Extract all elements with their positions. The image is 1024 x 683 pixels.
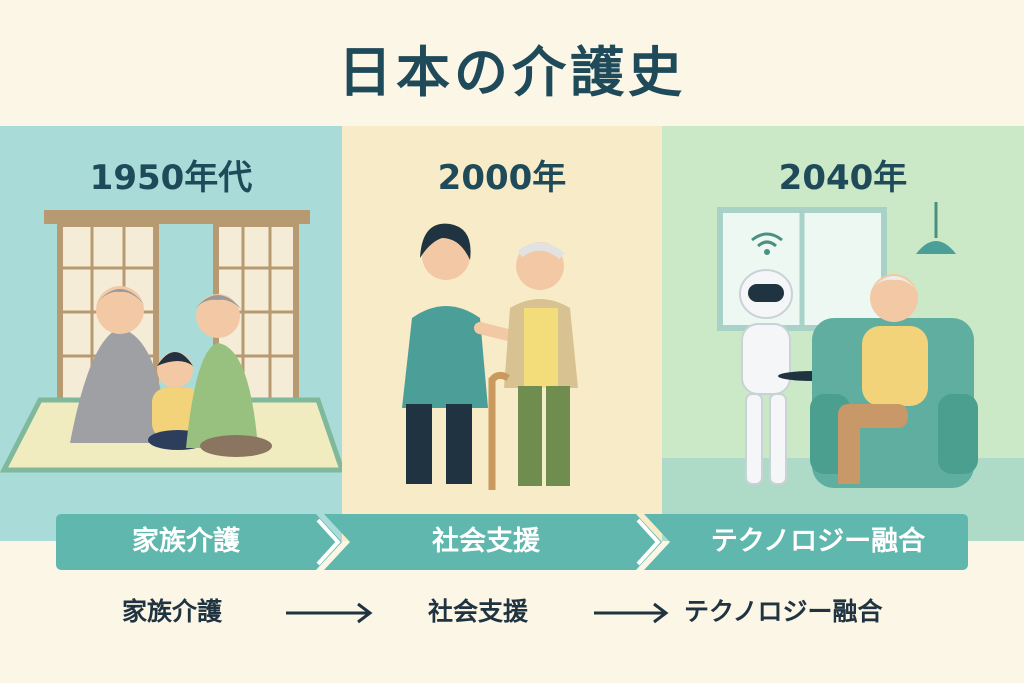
caregiver-face — [422, 232, 470, 280]
grandmother-face — [196, 294, 240, 338]
stage-segment-2 — [324, 514, 662, 570]
stage-segment-1 — [56, 514, 342, 570]
stage-label-social-support: 社会支援 — [432, 526, 540, 557]
flow-text-technology: テクノロジー融合 — [684, 597, 883, 626]
era-panel-2040: 2040年 — [662, 126, 1024, 541]
social-support-illustration — [402, 223, 578, 490]
stage-arrow-bar — [56, 514, 968, 570]
wifi-icon — [751, 232, 783, 255]
era-label-2000: 2000年 — [437, 158, 567, 198]
elder-woman-face — [870, 274, 918, 322]
stage-segment-3 — [644, 514, 968, 570]
era-label-2040: 2040年 — [778, 158, 908, 198]
arrow-right-icon — [286, 602, 373, 624]
grandfather-body — [70, 328, 168, 443]
stage-label-technology: テクノロジー融合 — [710, 526, 926, 557]
era-panel-2000: 2000年 — [342, 126, 662, 541]
family-care-illustration — [0, 210, 342, 473]
caregiver-apron — [402, 306, 488, 408]
flow-text-social-support: 社会支援 — [428, 597, 529, 626]
grandfather-face — [96, 286, 144, 334]
grandmother-body — [186, 343, 258, 448]
page-title: 日本の介護史 — [338, 41, 686, 104]
era-panel-1950s: 1950年代 — [0, 126, 342, 541]
arrow-right-icon — [594, 602, 669, 624]
technology-care-illustration — [662, 202, 1024, 541]
era-label-1950s: 1950年代 — [89, 158, 253, 198]
flow-text-family-care: 家族介護 — [122, 597, 223, 626]
robot-body — [741, 323, 791, 395]
stage-label-family-care: 家族介護 — [132, 526, 240, 557]
ceiling-lamp — [916, 241, 956, 254]
shoji-beam — [44, 210, 310, 224]
